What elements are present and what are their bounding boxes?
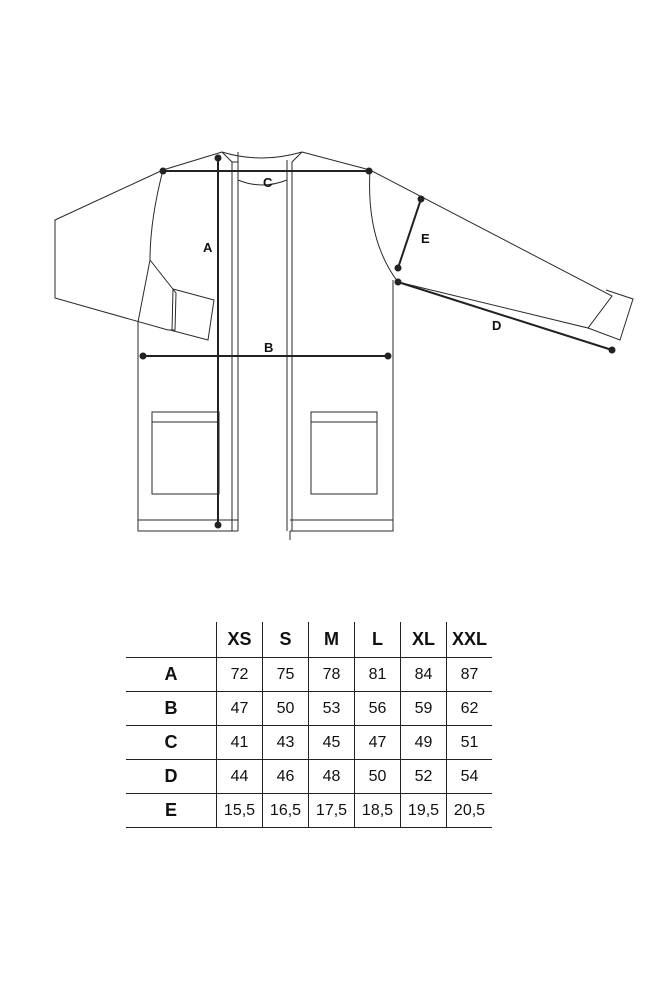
dimension-c-endpoint-right: [365, 167, 373, 175]
table-cell: 17,5: [308, 793, 355, 828]
table-row: C 41 43 45 47 49 51: [126, 725, 492, 760]
collar-outline: [221, 151, 303, 159]
table-cell: 81: [354, 657, 401, 692]
table-row: A 72 75 78 81 84 87: [126, 657, 492, 692]
table-cell: 51: [446, 725, 492, 760]
left-armhole: [137, 169, 164, 323]
size-header-xs: XS: [216, 622, 263, 658]
left-sleeve: [54, 169, 177, 331]
size-header-m: M: [308, 622, 355, 658]
table-cell: 54: [446, 759, 492, 794]
table-cell: 46: [262, 759, 309, 794]
dimension-d-endpoint-start: [394, 278, 402, 286]
dimension-e-label: E: [421, 231, 430, 246]
table-cell: 59: [400, 691, 447, 726]
table-cell: 50: [354, 759, 401, 794]
table-cell: 44: [216, 759, 263, 794]
right-armhole: [369, 169, 399, 283]
dimension-a-endpoint-bottom: [214, 521, 222, 529]
dimension-b-label: B: [264, 340, 273, 355]
size-header-l: L: [354, 622, 401, 658]
dimension-a-label: A: [203, 240, 213, 255]
dimension-d-label: D: [492, 318, 501, 333]
table-cell: 62: [446, 691, 492, 726]
left-cuff: [169, 288, 215, 341]
table-cell: 45: [308, 725, 355, 760]
right-cuff: [587, 289, 634, 341]
dimension-e-line: [397, 198, 422, 269]
table-row: D 44 46 48 50 52 54: [126, 759, 492, 794]
left-pocket: [151, 411, 220, 495]
row-label: D: [126, 759, 217, 794]
table-cell: 20,5: [446, 793, 492, 828]
table-cell: 72: [216, 657, 263, 692]
dimension-a-endpoint-top: [214, 154, 222, 162]
dimension-c-endpoint-left: [159, 167, 167, 175]
dimension-d-endpoint-end: [608, 346, 616, 354]
table-cell: 87: [446, 657, 492, 692]
size-header-xl: XL: [400, 622, 447, 658]
table-cell: 16,5: [262, 793, 309, 828]
table-cell: 84: [400, 657, 447, 692]
table-cell: 56: [354, 691, 401, 726]
table-cell: 50: [262, 691, 309, 726]
dimension-b-endpoint-right: [384, 352, 392, 360]
table-cell: 47: [354, 725, 401, 760]
row-label: E: [126, 793, 217, 828]
table-row: B 47 50 53 56 59 62: [126, 691, 492, 726]
right-placket: [286, 151, 303, 540]
right-sleeve: [369, 169, 613, 329]
right-shoulder: [301, 151, 371, 171]
left-placket: [221, 151, 239, 531]
size-header-s: S: [262, 622, 309, 658]
size-header-row: XS S M L XL XXL: [126, 622, 492, 658]
dimension-c-label: C: [263, 175, 273, 190]
dimension-e-endpoint-bottom: [394, 264, 402, 272]
row-label: B: [126, 691, 217, 726]
right-pocket: [310, 411, 378, 495]
dimension-e-endpoint-top: [417, 195, 425, 203]
table-cell: 75: [262, 657, 309, 692]
table-cell: 52: [400, 759, 447, 794]
header-corner-cell: [126, 622, 217, 658]
dimension-d-line: [397, 281, 613, 351]
jacket-measurement-diagram: A B C D E: [54, 151, 634, 540]
jacket-outline: [54, 151, 634, 540]
table-cell: 43: [262, 725, 309, 760]
table-cell: 49: [400, 725, 447, 760]
row-label: A: [126, 657, 217, 692]
dimension-lines: [139, 154, 616, 529]
table-cell: 18,5: [354, 793, 401, 828]
size-header-xxl: XXL: [446, 622, 492, 658]
dimension-b-endpoint-left: [139, 352, 147, 360]
right-side: [290, 280, 394, 532]
table-cell: 15,5: [216, 793, 263, 828]
table-cell: 78: [308, 657, 355, 692]
table-row: E 15,5 16,5 17,5 18,5 19,5 20,5: [126, 793, 492, 828]
row-label: C: [126, 725, 217, 760]
size-chart-table: XS S M L XL XXL A 72 75 78 81 84 87 B 47…: [126, 622, 492, 828]
table-cell: 48: [308, 759, 355, 794]
table-cell: 41: [216, 725, 263, 760]
left-shoulder: [162, 151, 223, 171]
inner-back: [237, 179, 288, 186]
table-cell: 19,5: [400, 793, 447, 828]
table-cell: 53: [308, 691, 355, 726]
left-side: [137, 322, 238, 532]
table-cell: 47: [216, 691, 263, 726]
